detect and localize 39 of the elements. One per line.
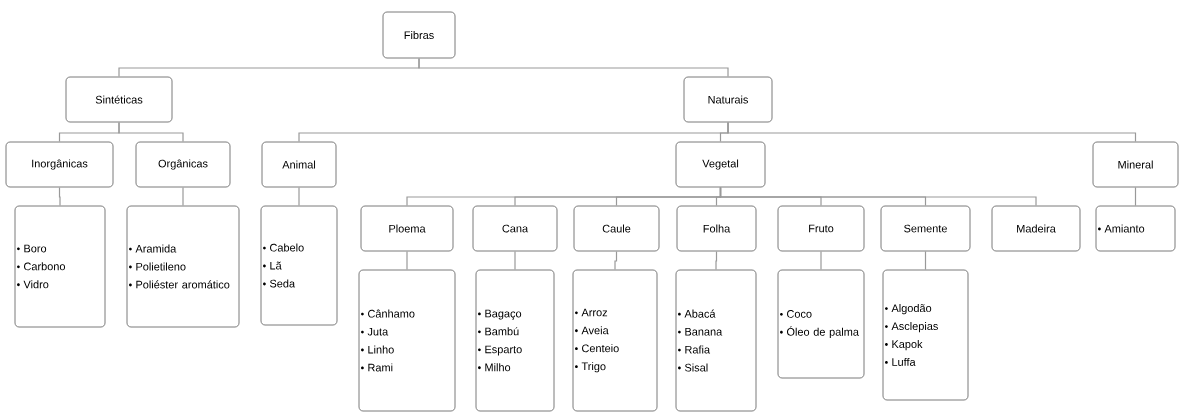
item-list-box: Algodão Asclepias Kapok Luffa	[882, 269, 969, 401]
category-box: Inorgânicas	[5, 141, 114, 188]
category-box: Folha	[676, 205, 757, 252]
category-box: Sintéticas	[65, 76, 173, 123]
category-box: Ploema	[360, 205, 454, 252]
category-box: Cana	[472, 205, 558, 252]
item-list-box: Aramida Polietileno Poliéster aromático	[126, 205, 240, 328]
connector-line	[58, 186, 61, 207]
category-box: Madeira	[991, 205, 1081, 252]
connector-line	[118, 121, 184, 143]
connector-line	[406, 250, 408, 271]
category-box: Mineral	[1092, 141, 1179, 188]
category-box: Fibras	[382, 11, 456, 59]
connector-line	[719, 186, 1037, 207]
category-box: Fruto	[777, 205, 865, 252]
connector-line	[614, 250, 618, 271]
connector-line	[715, 250, 718, 271]
item-list-box: Amianto	[1095, 205, 1176, 252]
category-box: Orgânicas	[135, 141, 231, 188]
item-list-box: Boro Carbono Vidro	[14, 205, 106, 328]
item-list-box: Abacá Banana Rafia Sisal	[675, 269, 757, 412]
connector-line	[820, 250, 822, 271]
item-list-box: Cabelo Lã Seda	[260, 205, 338, 326]
connector-line	[298, 186, 300, 207]
category-box: Animal	[261, 141, 337, 188]
connector-line	[727, 121, 1137, 143]
category-box: Caule	[573, 205, 660, 252]
category-box: Naturais	[683, 76, 773, 123]
connector-line	[182, 186, 184, 207]
item-list-box: Cânhamo Juta Linho Rami	[358, 269, 456, 412]
item-list-box: Coco Óleo de palma	[777, 269, 865, 379]
category-box: Semente	[880, 205, 971, 252]
connector-line	[924, 250, 927, 271]
item-list-box: Arroz Aveia Centeio Trigo	[572, 269, 658, 412]
connector-line	[514, 250, 516, 271]
connector-line	[1134, 186, 1137, 207]
item-list-box: Bagaço Bambú Esparto Milho	[475, 269, 555, 412]
category-box: Vegetal	[675, 141, 766, 188]
connector-line	[418, 57, 729, 78]
